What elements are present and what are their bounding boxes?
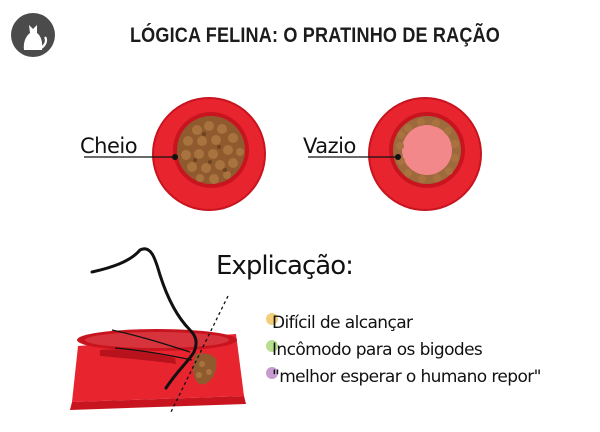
kibble-full [181, 121, 244, 184]
whisker-icon [90, 247, 198, 390]
side-bowl [70, 329, 246, 410]
full-bowl-label: Cheio [80, 134, 138, 158]
reason-item: Difícil de alcançar [272, 313, 413, 333]
full-bowl [152, 97, 266, 211]
empty-bowl [368, 97, 482, 211]
empty-bowl-label: Vazio [303, 134, 356, 158]
bullet-dot-2 [266, 367, 278, 379]
cat-logo-icon [10, 12, 56, 58]
bullet-dot-1 [266, 340, 278, 352]
reason-item: Incômodo para os bigodes [272, 340, 483, 360]
kibble-ring [396, 118, 459, 183]
reach-limit-line [169, 295, 229, 415]
bullet-dot-0 [266, 313, 278, 325]
explanation-heading: Explicação: [216, 251, 354, 281]
full-pointer-dot [172, 154, 178, 160]
reason-item: "melhor esperar o humano repor" [272, 367, 541, 387]
empty-pointer-dot [395, 154, 401, 160]
page-title: LÓGICA FELINA: O PRATINHO DE RAÇÃO [129, 24, 501, 47]
